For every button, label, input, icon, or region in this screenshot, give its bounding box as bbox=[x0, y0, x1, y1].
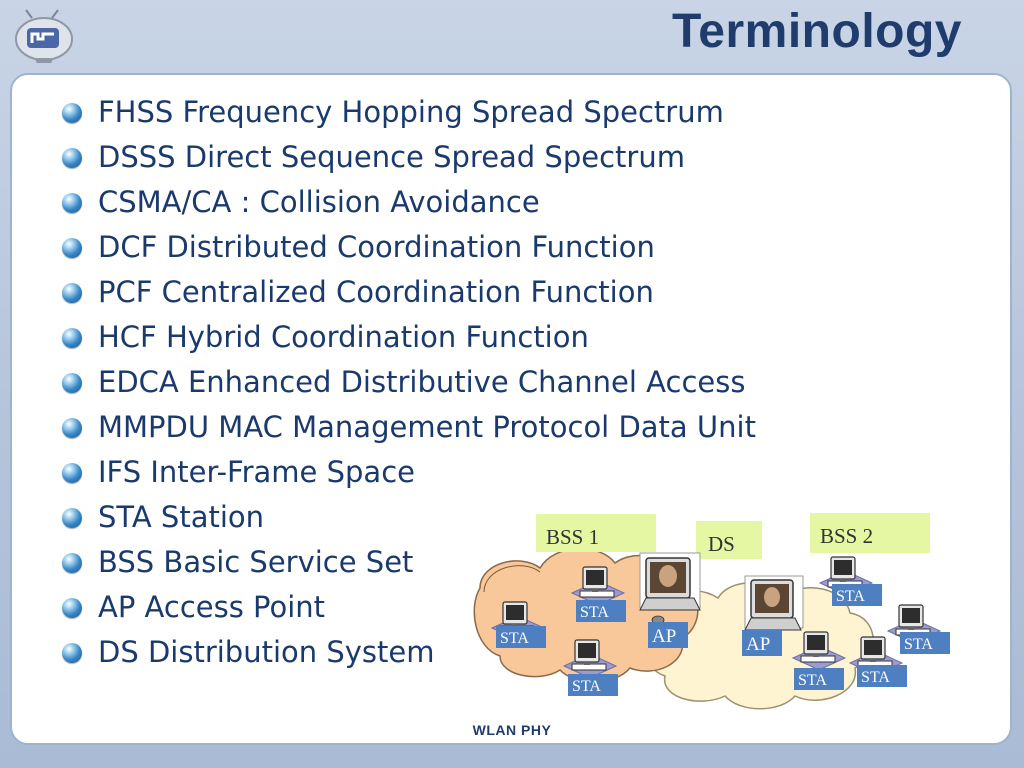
sta-label: STA bbox=[580, 604, 609, 621]
bullet-icon bbox=[62, 553, 82, 573]
footer-text: WLAN PHY bbox=[472, 722, 552, 738]
ap2-label: AP bbox=[746, 634, 770, 655]
sta-label: STA bbox=[572, 678, 601, 695]
list-item: PCF Centralized Coordination Function bbox=[62, 270, 756, 315]
list-item: CSMA/CA : Collision Avoidance bbox=[62, 180, 756, 225]
bss2-label: BSS 2 bbox=[820, 524, 873, 548]
ap1-label: AP bbox=[652, 626, 676, 647]
list-item: IFS Inter-Frame Space bbox=[62, 450, 756, 495]
bullet-icon bbox=[62, 598, 82, 618]
sta-label: STA bbox=[798, 672, 827, 689]
list-item: MMPDU MAC Management Protocol Data Unit bbox=[62, 405, 756, 450]
page-title: Terminology bbox=[672, 5, 962, 58]
list-item: AP Access Point bbox=[62, 585, 756, 630]
wlan-network-diagram: BSS 1 DS BSS 2 AP AP STA STA STA STA STA… bbox=[473, 513, 950, 710]
sta-label: STA bbox=[500, 630, 529, 647]
sta-label: STA bbox=[904, 636, 933, 653]
bullet-icon bbox=[62, 643, 82, 663]
monitor-logo-icon bbox=[15, 9, 73, 63]
terminology-list: FHSS Frequency Hopping Spread Spectrum D… bbox=[62, 90, 756, 675]
list-item: DCF Distributed Coordination Function bbox=[62, 225, 756, 270]
list-item: STA Station bbox=[62, 495, 756, 540]
bullet-icon bbox=[62, 148, 82, 168]
bullet-icon bbox=[62, 283, 82, 303]
sta-label: STA bbox=[836, 588, 865, 605]
bullet-icon bbox=[62, 508, 82, 528]
bss1-label: BSS 1 bbox=[546, 525, 599, 549]
bullet-icon bbox=[62, 418, 82, 438]
ap1-computer-icon bbox=[639, 552, 701, 625]
ds-label: DS bbox=[708, 532, 735, 556]
sta-label: STA bbox=[861, 669, 890, 686]
bullet-icon bbox=[62, 238, 82, 258]
list-item: HCF Hybrid Coordination Function bbox=[62, 315, 756, 360]
list-item: DS Distribution System bbox=[62, 630, 756, 675]
bullet-icon bbox=[62, 193, 82, 213]
ap2-computer-icon bbox=[744, 575, 804, 631]
bullet-icon bbox=[62, 463, 82, 483]
bullet-icon bbox=[62, 328, 82, 348]
list-item: BSS Basic Service Set bbox=[62, 540, 756, 585]
list-item: EDCA Enhanced Distributive Channel Acces… bbox=[62, 360, 756, 405]
list-item: FHSS Frequency Hopping Spread Spectrum bbox=[62, 90, 756, 135]
bullet-icon bbox=[62, 373, 82, 393]
bullet-icon bbox=[62, 103, 82, 123]
list-item: DSSS Direct Sequence Spread Spectrum bbox=[62, 135, 756, 180]
